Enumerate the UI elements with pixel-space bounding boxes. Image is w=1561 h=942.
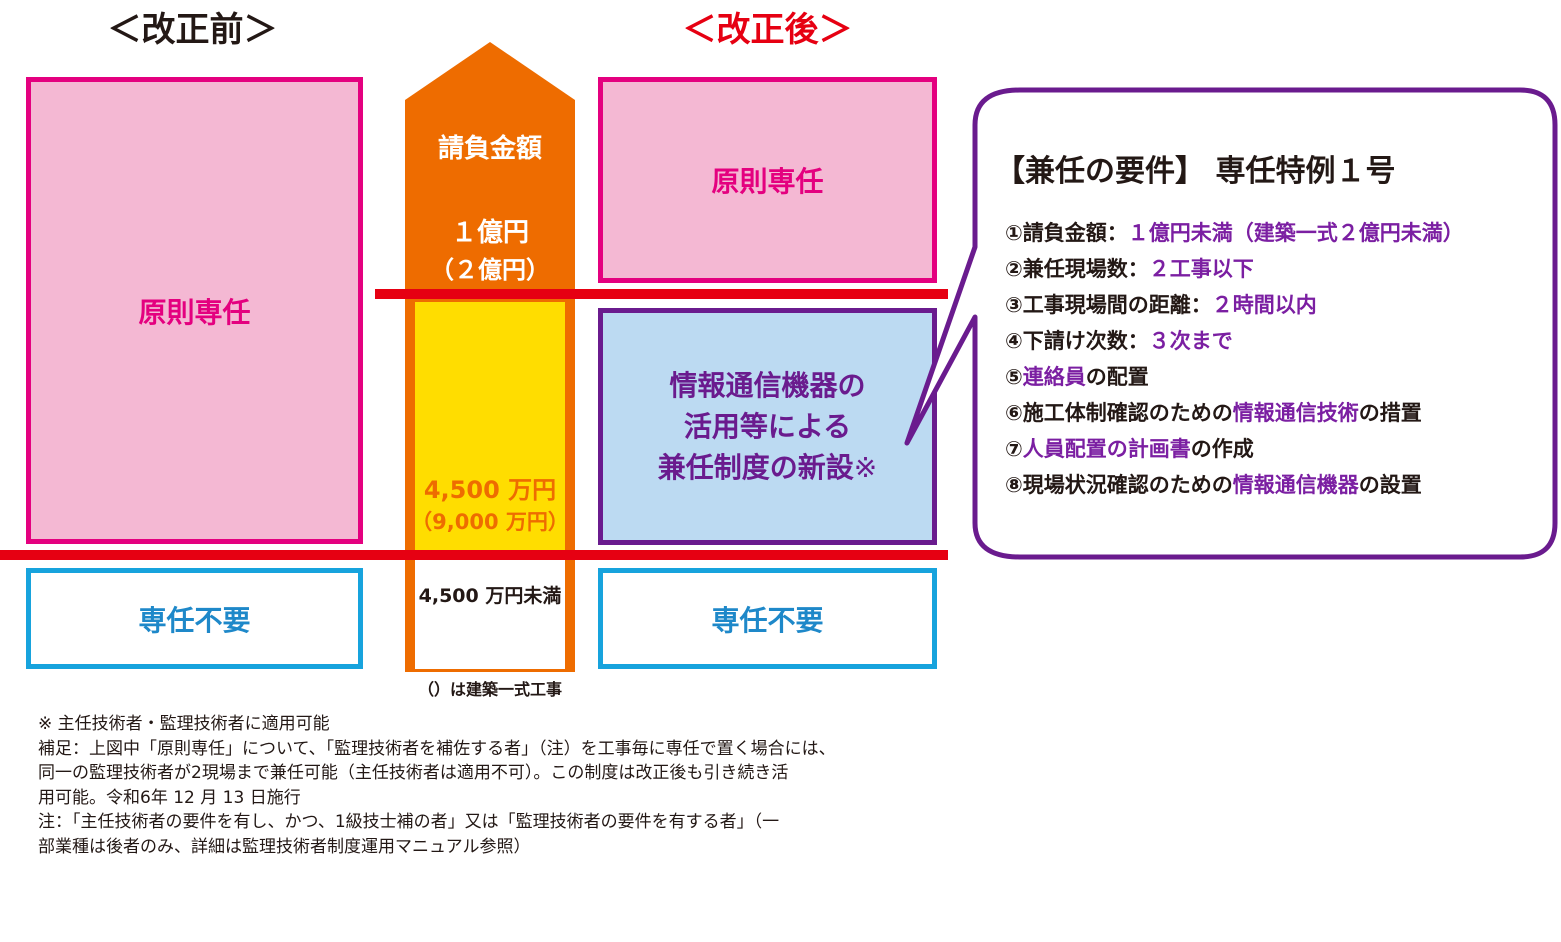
arrow-amount-2-paren: （9,000 万円） xyxy=(411,510,569,534)
note-line: 同一の監理技術者が2現場まで兼任可能（主任技術者は適用不可）。この制度は改正後も… xyxy=(38,763,789,783)
requirements-list: ①請負金額：１億円未満（建築一式２億円未満） ②兼任現場数：２工事以下 ③工事現… xyxy=(1005,215,1464,503)
requirement-item-7: ⑦人員配置の計画書の作成 xyxy=(1005,437,1254,461)
requirement-item-2: ②兼任現場数：２工事以下 xyxy=(1005,257,1254,281)
requirements-title: 【兼任の要件】 専任特例１号 xyxy=(995,154,1396,189)
after-not-required-box: 専任不要 xyxy=(598,568,937,669)
before-revision-header: ＜改正前＞ xyxy=(107,10,278,50)
arrow-bottom-band xyxy=(415,560,565,669)
note-line: 注：「主任技術者の要件を有し、かつ、1級技士補の者」又は「監理技術者の要件を有す… xyxy=(38,812,780,832)
contract-amount-arrow xyxy=(405,42,575,672)
requirement-item-8: ⑧現場状況確認のための情報通信機器の設置 xyxy=(1005,473,1422,497)
requirement-item-4: ④下請け次数：３次まで xyxy=(1005,329,1233,353)
new-concurrent-system-label: 情報通信機器の 活用等による 兼任制度の新設※ xyxy=(657,369,878,484)
requirements-bubble xyxy=(904,87,1558,560)
note-line: 補足：上図中「原則専任」について、「監理技術者を補佐する者」（注）を工事毎に専任… xyxy=(38,738,836,759)
before-principal-label: 原則専任 xyxy=(138,295,251,329)
before-principal-box: 原則専任 xyxy=(26,77,363,544)
arrow-middle-band xyxy=(415,302,565,560)
new-concurrent-system-box: 情報通信機器の 活用等による 兼任制度の新設※ xyxy=(598,308,937,545)
after-not-required-label: 専任不要 xyxy=(711,603,824,637)
arrow-amount-1-paren: （２億円） xyxy=(430,256,550,284)
after-principal-label: 原則専任 xyxy=(711,165,824,198)
arrow-under-amount: 4,500 万円未満 xyxy=(418,585,562,607)
note-line: ※ 主任技術者・監理技術者に適用可能 xyxy=(38,714,330,734)
requirement-item-1: ①請負金額：１億円未満（建築一式２億円未満） xyxy=(1005,221,1464,245)
arrow-amount-2: 4,500 万円 xyxy=(423,476,557,504)
asterisk-mark: ※ xyxy=(853,451,878,484)
arrow-title: 請負金額 xyxy=(437,134,542,164)
note-line: 部業種は後者のみ、詳細は監理技術者制度運用マニュアル参照） xyxy=(38,836,531,857)
before-not-required-label: 専任不要 xyxy=(138,603,251,637)
requirement-item-5: ⑤連絡員の配置 xyxy=(1005,365,1149,389)
threshold-line-lower xyxy=(0,550,948,560)
requirement-item-6: ⑥施工体制確認のための情報通信技術の措置 xyxy=(1005,401,1422,425)
note-line: 用可能。令和6年 12 月 13 日施行 xyxy=(38,787,301,808)
threshold-line-upper xyxy=(375,289,948,299)
requirement-item-3: ③工事現場間の距離：２時間以内 xyxy=(1005,293,1317,317)
arrow-amount-1: １億円 xyxy=(450,218,529,248)
arrow-footnote: （）は建築一式工事 xyxy=(417,680,562,699)
notes-block: ※ 主任技術者・監理技術者に適用可能 補足：上図中「原則専任」について、「監理技… xyxy=(38,712,836,859)
before-not-required-box: 専任不要 xyxy=(26,568,363,669)
after-revision-header: ＜改正後＞ xyxy=(682,10,853,50)
after-principal-box: 原則専任 xyxy=(598,77,937,283)
